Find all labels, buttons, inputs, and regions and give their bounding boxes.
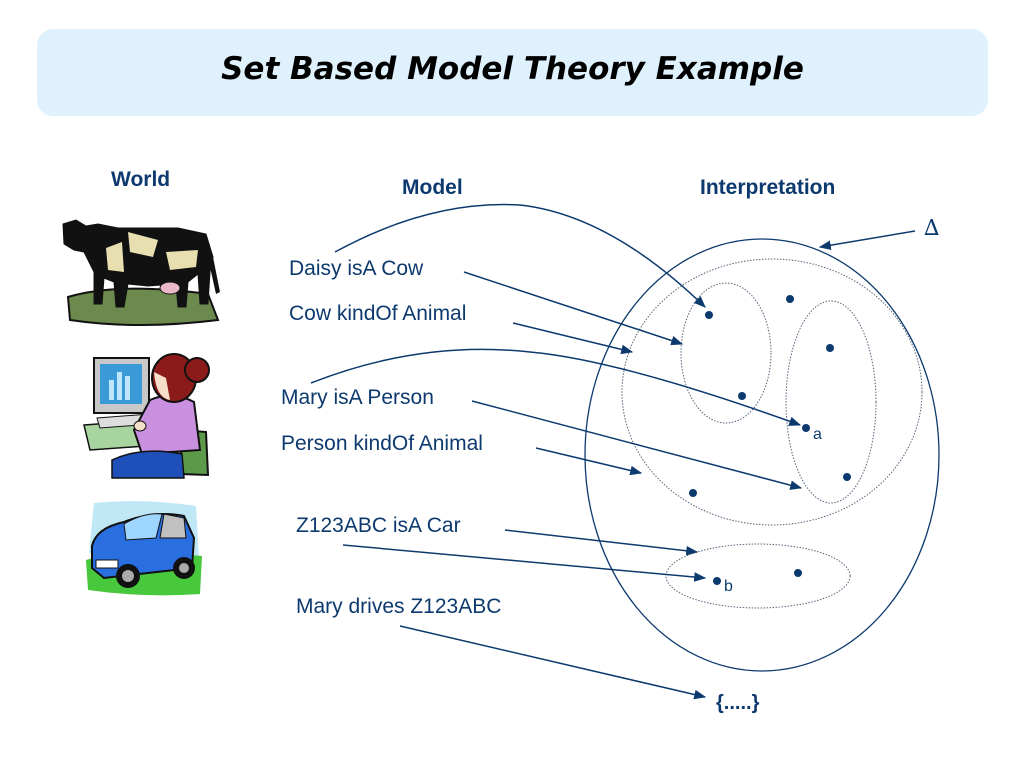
domain-delta-symbol: ∆ (924, 216, 940, 241)
element-label-a: a (813, 426, 822, 443)
statement-mary-isa-person: Mary isA Person (281, 386, 434, 409)
statement-cow-kindof-animal: Cow kindOf Animal (289, 302, 467, 325)
element (826, 344, 834, 352)
arrow-daisy (334, 203, 706, 308)
model-header: Model (402, 176, 463, 199)
cow-clipart-icon (62, 219, 220, 326)
person-set (785, 300, 877, 504)
arrow-cow (463, 271, 684, 346)
statement-mary-drives-z123abc: Mary drives Z123ABC (296, 595, 502, 618)
element-b (713, 577, 721, 585)
element (689, 489, 697, 497)
element-daisy (705, 311, 713, 319)
domain-set (584, 238, 940, 672)
statement-z123abc-isa-car: Z123ABC isA Car (296, 514, 461, 537)
element-a (802, 424, 810, 432)
arrow-person-animal (535, 447, 643, 476)
statement-person-kindof-animal: Person kindOf Animal (281, 432, 483, 455)
arrow-person (471, 400, 803, 490)
element (843, 473, 851, 481)
arrow-cow-animal (512, 322, 634, 355)
arrow-mary (310, 348, 802, 426)
element-label-b: b (724, 578, 733, 595)
car-set (665, 543, 851, 609)
arrow-drives (399, 625, 707, 700)
statement-daisy-isa-cow: Daisy isA Cow (289, 257, 424, 280)
world-header: World (111, 168, 171, 191)
element (786, 295, 794, 303)
car-clipart-icon (86, 501, 202, 596)
slide-title: Set Based Model Theory Example (221, 51, 804, 87)
animal-set (621, 258, 923, 526)
element (738, 392, 746, 400)
arrow-z123abc (342, 544, 707, 582)
arrow-car (504, 529, 699, 556)
element (794, 569, 802, 577)
arrow-delta (818, 230, 916, 250)
interpretation-header: Interpretation (700, 176, 836, 199)
drives-relation-set: {.....} (716, 692, 760, 714)
cow-set (680, 282, 772, 424)
woman-at-computer-clipart-icon (83, 353, 210, 479)
title-banner: Set Based Model Theory Example (37, 29, 988, 116)
